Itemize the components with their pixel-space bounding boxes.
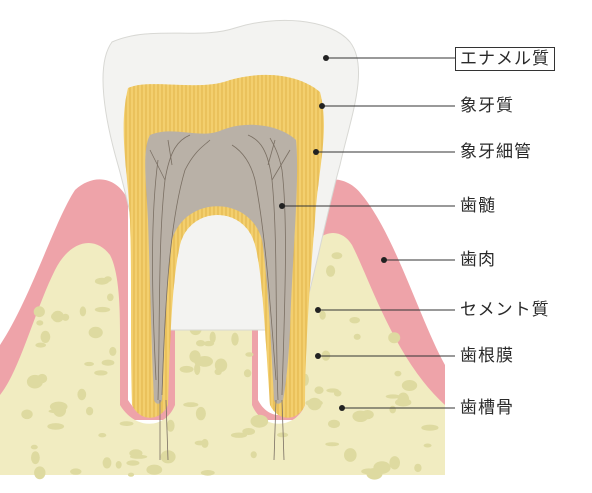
bone-trabecula [88, 326, 103, 339]
bone-trabecula [129, 454, 148, 459]
bone-trabecula [115, 461, 122, 469]
bone-trabecula [203, 340, 215, 347]
label-dentinal-tubules: 象牙細管 [460, 142, 532, 162]
bone-trabecula [326, 265, 336, 277]
bone-trabecula [349, 317, 361, 324]
bone-trabecula [40, 330, 51, 343]
bone-trabecula [84, 361, 94, 367]
bone-trabecula [209, 331, 216, 344]
label-dots [279, 55, 387, 411]
bone-trabecula [352, 410, 369, 422]
bone-trabecula [250, 451, 257, 459]
bone-trabecula [201, 438, 209, 448]
bone-trabecula [146, 464, 163, 475]
bone-trabecula [35, 342, 46, 348]
label-alveolar-bone: 歯槽骨 [460, 398, 514, 418]
bone-trabecula [34, 466, 46, 480]
bone-trabecula [70, 468, 82, 475]
label-pulp: 歯髄 [460, 196, 496, 216]
bone-trabecula [26, 374, 43, 389]
bone-trabecula [314, 386, 324, 395]
label-cementum: セメント質 [460, 300, 550, 320]
bone-trabecula [394, 370, 402, 377]
bone-trabecula [200, 470, 215, 476]
bone-trabecula [102, 457, 112, 469]
bone-trabecula [30, 444, 38, 450]
label-enamel: エナメル質 [455, 47, 555, 71]
bone-trabecula [86, 406, 94, 416]
bone-trabecula [326, 388, 339, 393]
label-periodontal-ligament: 歯根膜 [460, 346, 514, 366]
bone-trabecula [49, 401, 68, 412]
label-leaders [282, 57, 455, 409]
bone-trabecula [109, 346, 117, 356]
bone-trabecula [127, 472, 135, 477]
bone-trabecula [31, 451, 40, 465]
bone-trabecula [243, 369, 252, 378]
bone-trabecula [328, 419, 340, 429]
bone-trabecula [33, 306, 45, 318]
bone-trabecula [119, 421, 134, 426]
label-dentin: 象牙質 [460, 96, 514, 116]
bone-trabecula [214, 358, 228, 372]
bone-trabecula [305, 399, 323, 407]
bone-trabecula [36, 320, 44, 326]
bone-trabecula [230, 432, 248, 438]
bone-trabecula [361, 468, 377, 475]
bone-trabecula [194, 363, 201, 375]
bone-trabecula [242, 428, 256, 435]
bone-trabecula [47, 423, 65, 430]
bone-trabecula [51, 310, 64, 323]
bone-trabecula [319, 310, 326, 320]
bone-trabecula [183, 402, 199, 408]
bone-trabecula [94, 370, 108, 376]
bone-trabecula [331, 252, 343, 260]
bone-trabecula [195, 406, 206, 421]
bone-trabecula [421, 424, 439, 431]
bone-trabecula [98, 433, 107, 438]
bone-trabecula [385, 394, 401, 399]
bone-trabecula [395, 398, 412, 407]
bone-trabecula [101, 359, 115, 366]
bone-trabecula [231, 332, 239, 346]
bone-trabecula [401, 380, 418, 391]
bone-trabecula [389, 405, 397, 414]
bone-trabecula [77, 388, 87, 401]
bone-trabecula [196, 356, 213, 367]
bone-trabecula [126, 460, 140, 466]
bone-trabecula [388, 332, 401, 344]
label-gingiva: 歯肉 [460, 250, 496, 270]
bone-trabecula [389, 456, 401, 470]
bone-trabecula [353, 333, 361, 340]
label-column: エナメル質 象牙質 象牙細管 歯髄 歯肉 セメント質 歯根膜 歯槽骨 [455, 0, 590, 493]
bone-trabecula [325, 442, 340, 447]
bone-trabecula [196, 340, 206, 347]
bone-trabecula [245, 352, 254, 357]
pulp-nerves [149, 134, 291, 461]
pulp [145, 124, 298, 404]
bone-trabecula [344, 448, 357, 462]
bone-trabecula [423, 443, 432, 448]
bone-trabecula [166, 419, 175, 432]
bone-trabecula [179, 365, 194, 373]
bone-trabecula [104, 276, 112, 282]
bone-trabecula [79, 306, 87, 317]
bone-trabecula [94, 306, 111, 313]
bone-trabecula [414, 463, 422, 473]
bone-trabecula [277, 432, 289, 438]
alveolar-bone [0, 233, 445, 475]
bone-trabecula [250, 414, 269, 428]
bone-trabecula [107, 293, 114, 302]
bone-trabecula [21, 409, 33, 420]
